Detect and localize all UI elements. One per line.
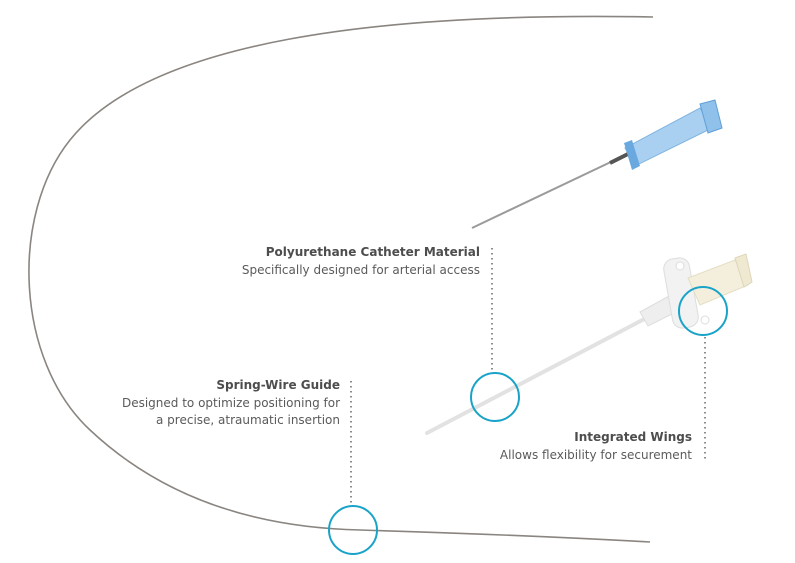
introducer-needle bbox=[471, 99, 723, 229]
callout-title: Polyurethane Catheter Material bbox=[265, 245, 480, 259]
callout-description: Specifically designed for arterial acces… bbox=[241, 262, 480, 277]
highlight-circle-wings bbox=[678, 286, 728, 336]
callout-spring-wire-guide: Spring-Wire Guide Designed to optimize p… bbox=[122, 377, 340, 430]
callout-title: Spring-Wire Guide bbox=[216, 378, 340, 392]
highlight-circle-catheter bbox=[470, 372, 520, 422]
callout-description: a precise, atraumatic insertion bbox=[156, 413, 340, 427]
callout-description: Designed to optimize positioning for bbox=[121, 395, 340, 410]
callout-title: Integrated Wings bbox=[574, 430, 692, 444]
spring-wire-guide bbox=[28, 15, 654, 543]
callout-integrated-wings: Integrated Wings Allows flexibility for … bbox=[500, 429, 692, 464]
highlight-circle-wire bbox=[328, 505, 378, 555]
arterial-catheter bbox=[425, 253, 753, 435]
callout-description: Allows flexibility for securement bbox=[499, 447, 692, 462]
callout-catheter-material: Polyurethane Catheter Material Specifica… bbox=[242, 244, 480, 279]
